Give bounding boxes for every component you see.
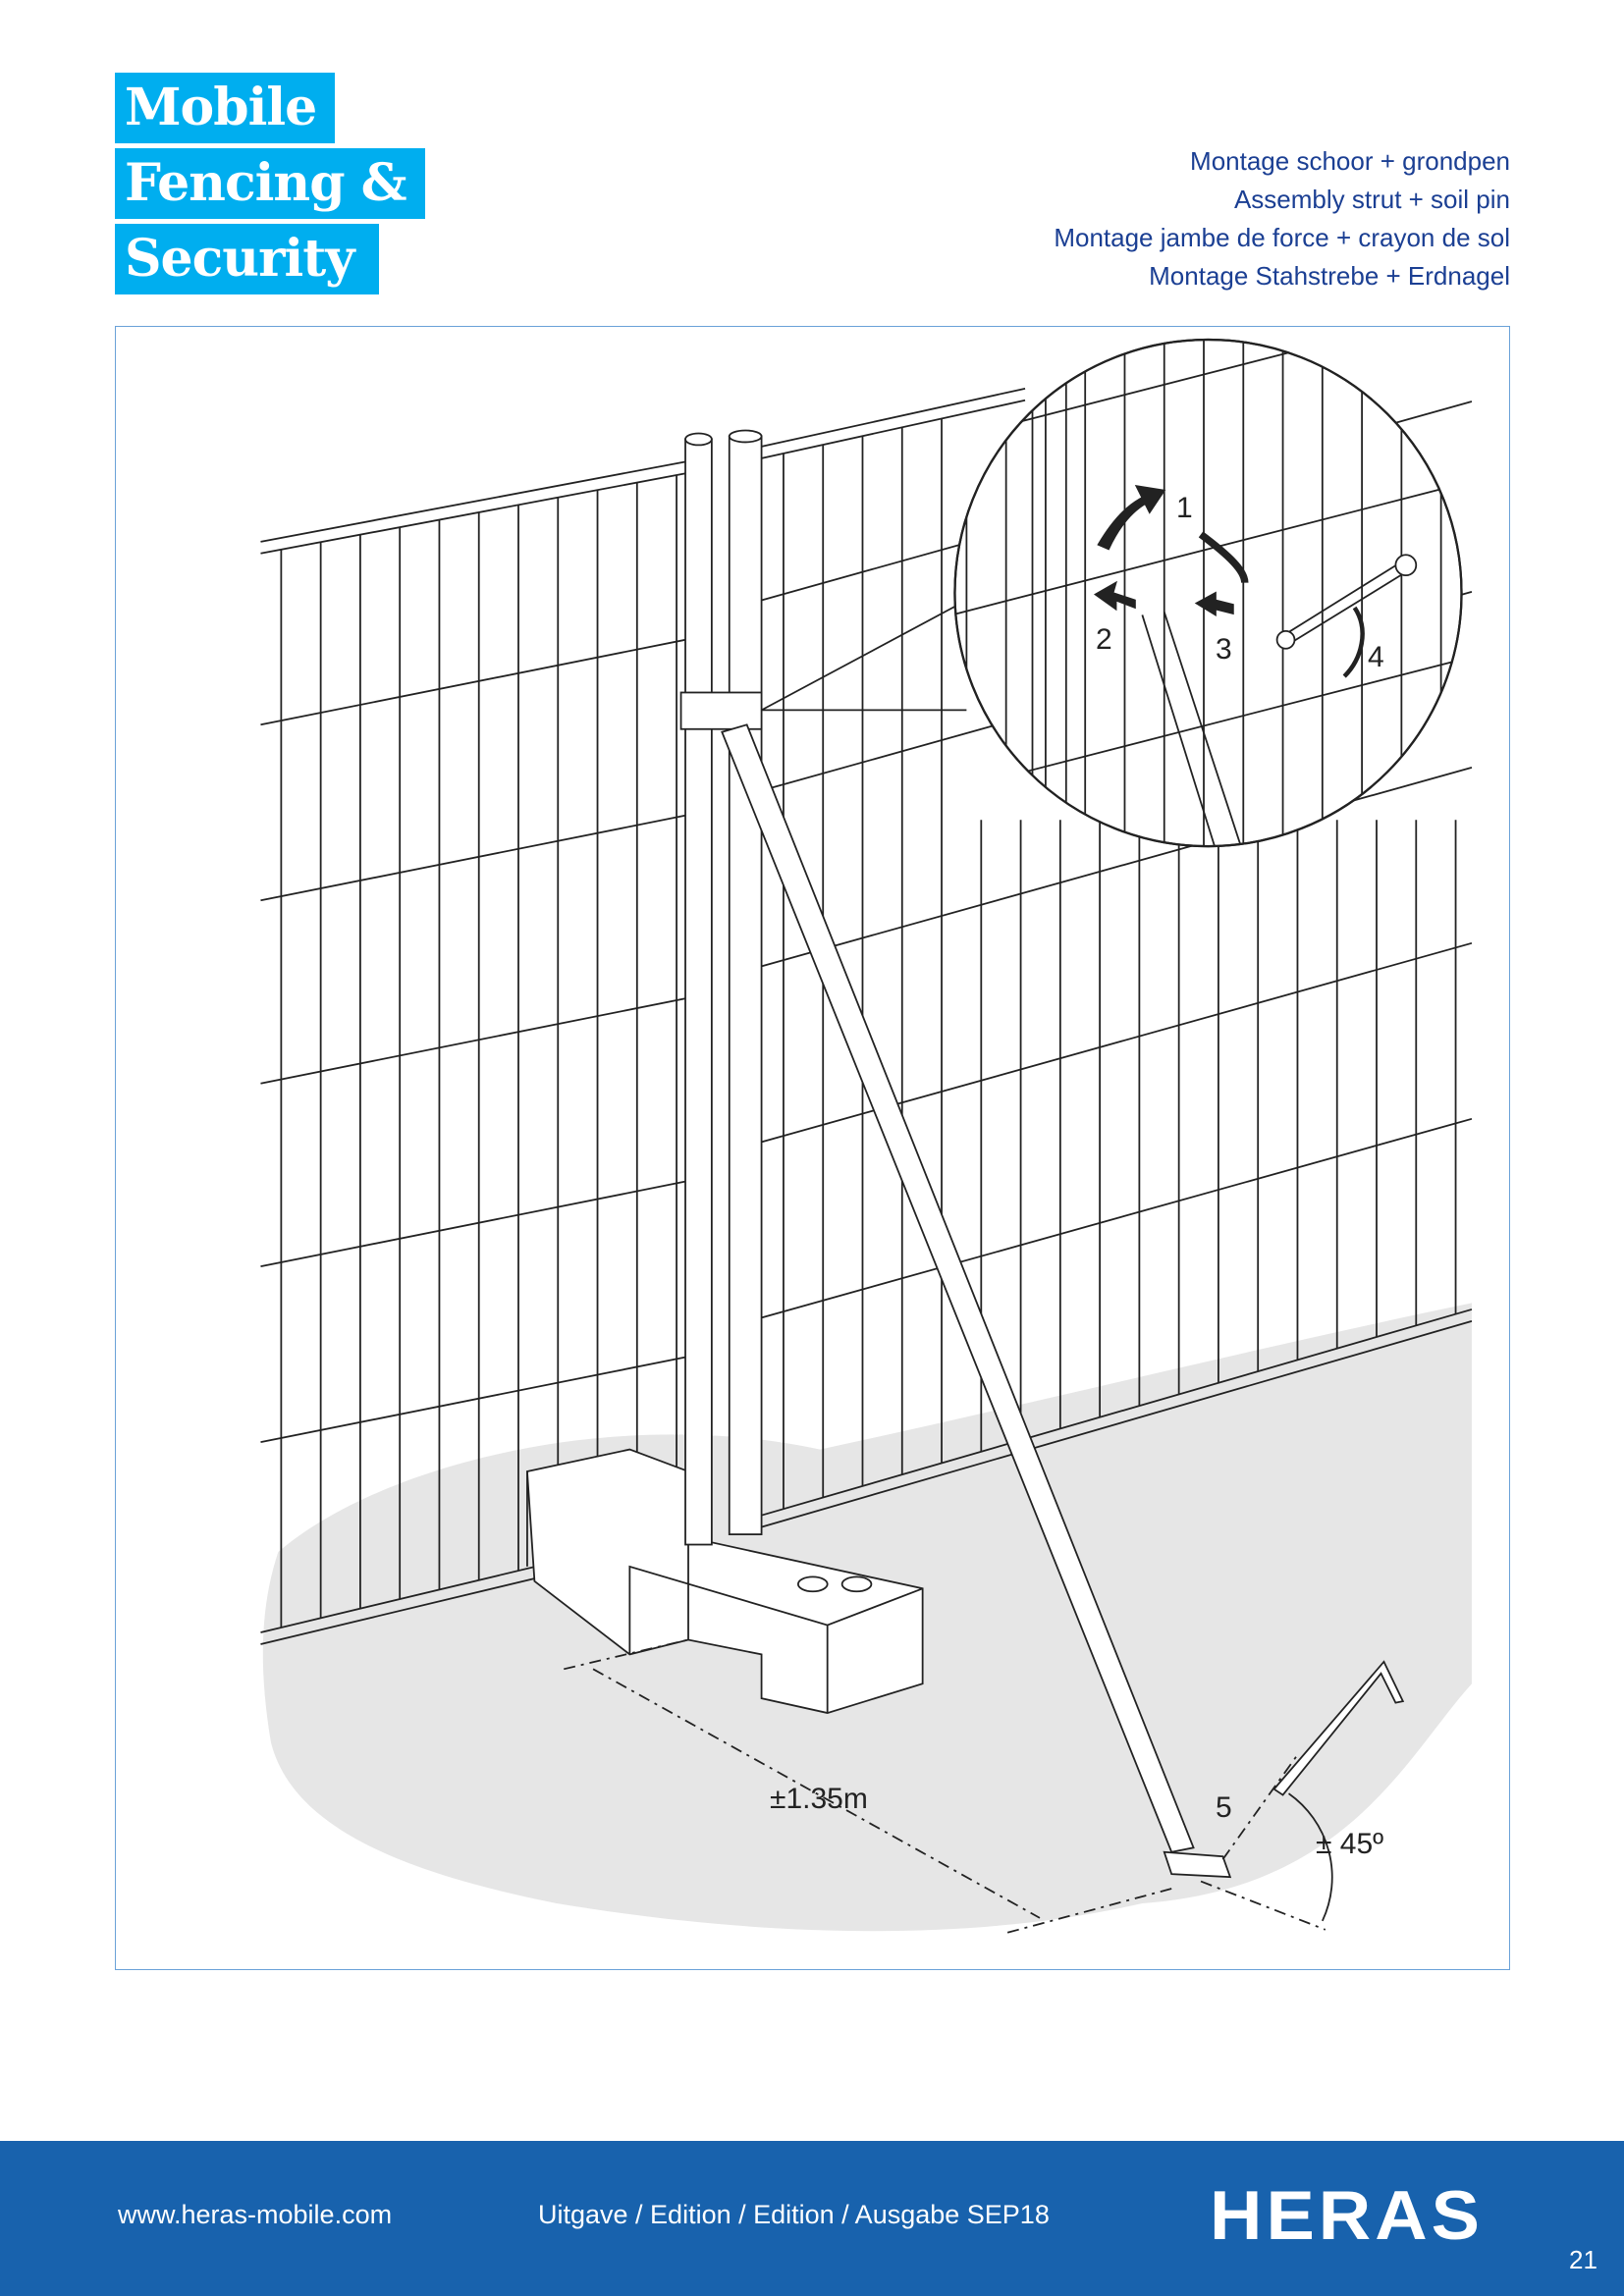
fence-post-left: [684, 438, 713, 1546]
top-rail: [260, 459, 689, 543]
strut-foot-plate: [1163, 1850, 1232, 1879]
soil-pin: [1272, 1660, 1405, 1796]
detail-strut: [1141, 614, 1217, 847]
fence-post-right: [728, 435, 763, 1535]
website-link[interactable]: www.heras-mobile.com: [118, 2200, 393, 2229]
step-1-label: 1: [1176, 492, 1193, 524]
title-security: Security: [115, 224, 379, 294]
distance-label: ±1.35m: [770, 1783, 868, 1815]
callout: [761, 599, 967, 712]
step-4-label: 4: [1368, 641, 1384, 673]
subtitle-en: Assembly strut + soil pin: [1233, 185, 1510, 214]
arrow-4: [1342, 606, 1365, 678]
bottom-rail: [761, 1319, 1473, 1528]
illustration-frame: [115, 326, 1510, 1970]
subtitle-de: Montage Stahstrebe + Erdnagel: [1149, 261, 1510, 291]
fence-panel-left: [260, 459, 689, 1645]
top-rail: [761, 399, 1026, 459]
subtitle-nl: Montage schoor + grondpen: [1190, 146, 1510, 176]
arrow-3: [1194, 591, 1234, 617]
detail-mesh-wire: [954, 658, 1462, 792]
clamp: [679, 691, 763, 730]
wrench: [1285, 562, 1404, 646]
step-2-label: 2: [1096, 623, 1112, 656]
mesh-wire: [260, 814, 689, 902]
page-number: 21: [1569, 2245, 1597, 2274]
subtitle-fr: Montage jambe de force + crayon de sol: [1054, 223, 1510, 252]
arrow-rotate: [1198, 531, 1249, 584]
step-3-label: 3: [1216, 633, 1232, 666]
mesh-wire: [761, 1117, 1473, 1319]
mesh-wire: [260, 1180, 689, 1268]
arrow-1: [1097, 485, 1166, 551]
title-fencing: Fencing &: [115, 148, 425, 219]
bottom-rail: [761, 1308, 1473, 1517]
mesh-wire: [260, 1356, 689, 1444]
angle-label: ± 45º: [1316, 1828, 1383, 1860]
step-5-label: 5: [1216, 1791, 1232, 1824]
mesh-wire: [260, 638, 689, 726]
heras-logo: HERAS: [1210, 2186, 1502, 2245]
detail-mesh-wire: [954, 340, 1462, 441]
title-mobile: Mobile: [115, 73, 335, 143]
subtitle-block: Montage schoor + grondpen Assembly strut…: [1054, 142, 1510, 295]
strut: [721, 723, 1195, 1853]
detail-strut: [1163, 612, 1243, 847]
footer: www.heras-mobile.com Uitgave / Edition /…: [0, 2141, 1624, 2296]
arrow-2: [1093, 580, 1136, 612]
step-labels: 1 2 3 4 5 ±1.35m ± 45º: [770, 492, 1384, 1860]
top-rail: [761, 387, 1026, 448]
dimension-lines: [564, 1638, 1326, 1934]
top-rail: [260, 471, 689, 555]
detail-mesh-wire: [954, 482, 1462, 616]
edition-text: Uitgave / Edition / Edition / Ausgabe SE…: [538, 2200, 1050, 2229]
mesh-wire: [260, 996, 689, 1085]
